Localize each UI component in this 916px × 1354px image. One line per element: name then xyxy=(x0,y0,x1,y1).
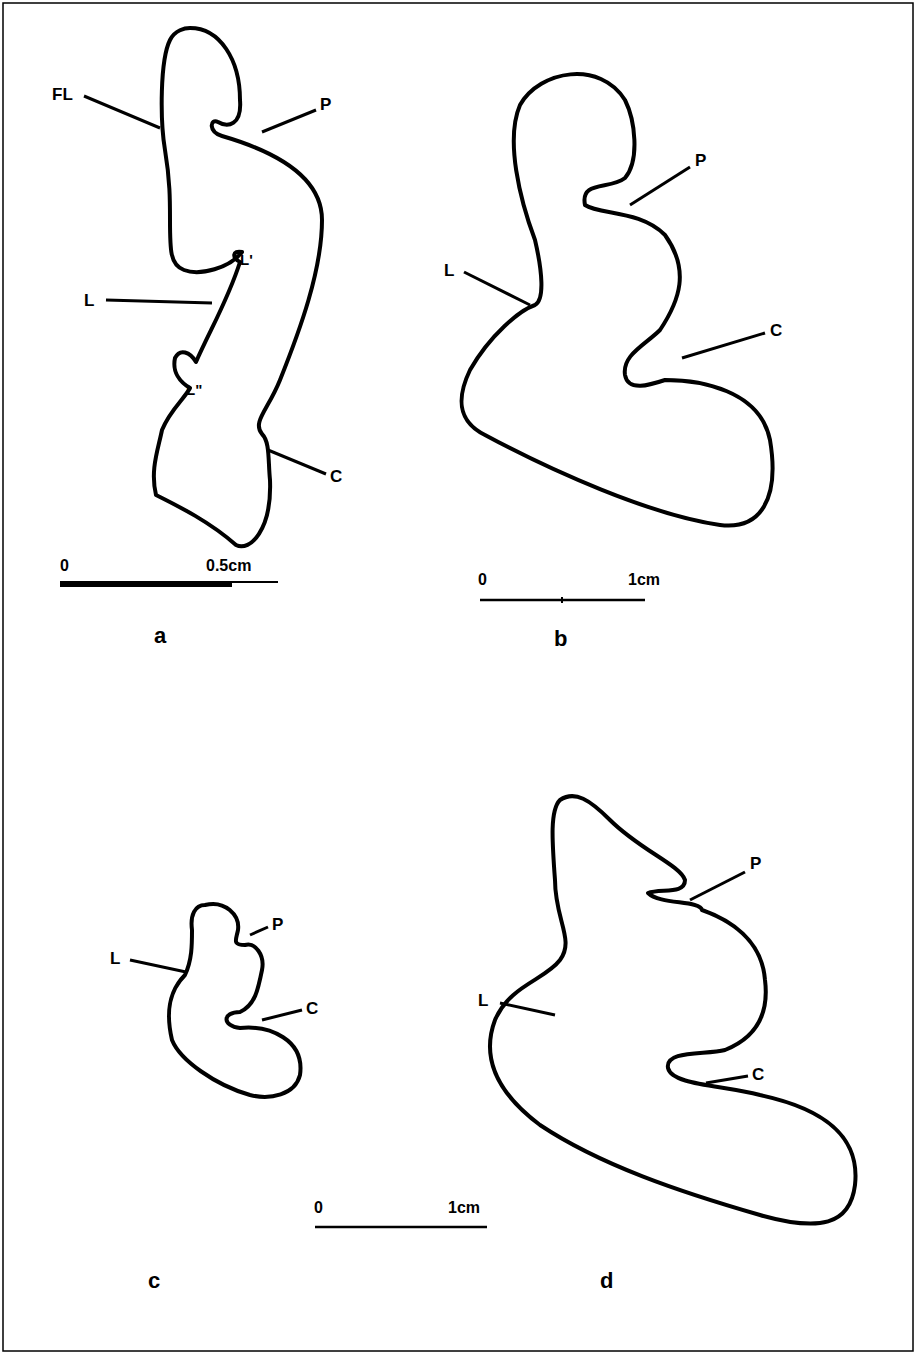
part-label: L xyxy=(444,262,454,279)
part-label: C xyxy=(306,1000,318,1017)
scale-label: 1cm xyxy=(448,1200,480,1216)
scale-label: 0.5cm xyxy=(206,558,251,574)
part-label: P xyxy=(320,96,331,113)
tooth-outline-c xyxy=(169,904,301,1097)
part-label: L xyxy=(478,992,488,1009)
panel-letter: a xyxy=(154,625,166,647)
part-label: P xyxy=(750,855,761,872)
panel-letter: c xyxy=(148,1270,160,1292)
part-label: FL xyxy=(52,86,73,103)
scale-bars xyxy=(60,582,645,1227)
scale-label: 0 xyxy=(478,572,487,588)
part-label: P xyxy=(272,916,283,933)
tooth-outline-b xyxy=(461,74,772,525)
tooth-outline-a xyxy=(154,28,322,546)
part-label: C xyxy=(752,1066,764,1083)
panel-letter: d xyxy=(600,1270,613,1292)
scale-label: 1cm xyxy=(628,572,660,588)
part-label: L xyxy=(84,292,94,309)
part-label: C xyxy=(330,468,342,485)
scale-label: 0 xyxy=(314,1200,323,1216)
part-label: P xyxy=(695,152,706,169)
frame xyxy=(3,3,913,1351)
part-label: L xyxy=(110,950,120,967)
scale-label: 0 xyxy=(60,558,69,574)
leader-lines xyxy=(84,96,765,1083)
panel-letter: b xyxy=(554,628,567,650)
part-label: C xyxy=(770,322,782,339)
tooth-outline-d xyxy=(490,796,856,1224)
part-label: L' xyxy=(240,252,253,267)
part-label: L" xyxy=(186,382,202,397)
